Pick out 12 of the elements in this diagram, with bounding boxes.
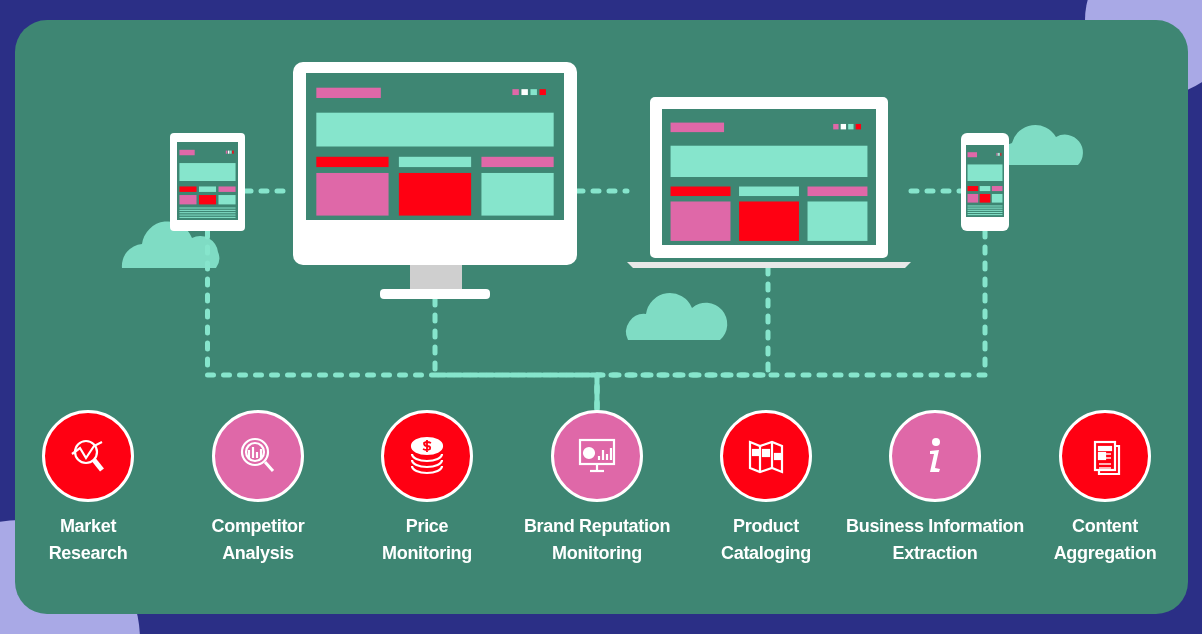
laptop-drawing — [627, 97, 911, 268]
service-label: Competitor Analysis — [210, 515, 306, 565]
phone-drawing — [961, 133, 1009, 231]
service-label: Business Information Extraction — [845, 515, 1025, 565]
tablet-drawing — [170, 133, 245, 231]
service-label: Brand Reputation Monitoring — [522, 515, 672, 565]
dashed-connector — [432, 296, 600, 413]
service-label: Market Research — [47, 515, 129, 565]
service-label: Product Cataloging — [720, 515, 812, 565]
service-label: Price Monitoring — [381, 515, 473, 565]
monitor-drawing — [293, 62, 577, 299]
service-label: Content Aggregation — [1052, 515, 1158, 565]
